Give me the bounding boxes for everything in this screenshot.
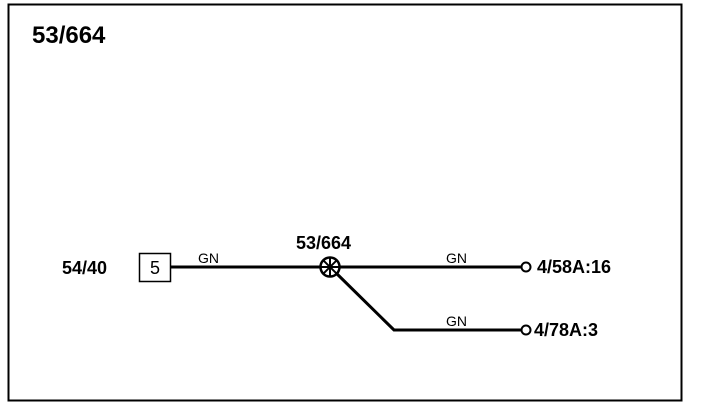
wire-segment-splice-to-lower [331, 268, 521, 332]
splice-label: 53/664 [296, 233, 351, 253]
splice-node-icon [319, 256, 341, 278]
diagram-title: 53/664 [32, 22, 106, 49]
connector-pin-number: 5 [150, 258, 160, 278]
wire-color-code: GN [446, 250, 467, 266]
connector-pin-box [138, 252, 172, 283]
wire-color-code: GN [198, 250, 219, 266]
endpoint-label: 4/78A:3 [534, 320, 598, 340]
terminal-endpoint-icon [520, 324, 532, 336]
terminal-endpoint-icon [520, 261, 532, 273]
source-connector-label: 54/40 [62, 258, 107, 278]
wire-color-code: GN [446, 313, 467, 329]
diagram-border [7, 3, 683, 402]
endpoint-label: 4/58A:16 [537, 257, 611, 277]
